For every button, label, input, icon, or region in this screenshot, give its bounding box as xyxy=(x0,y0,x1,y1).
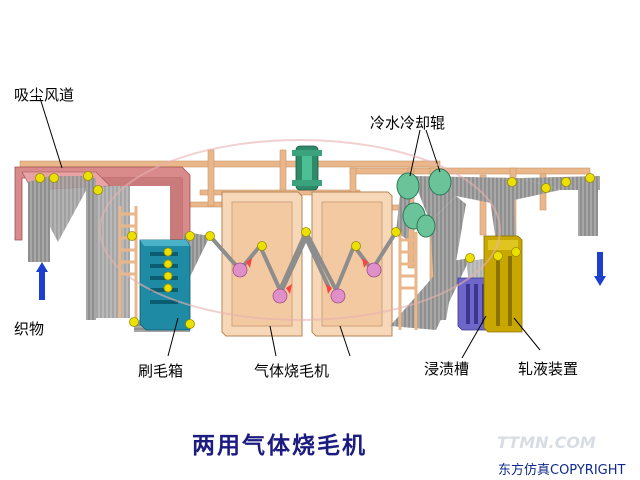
fabric-out-arrow xyxy=(594,252,606,286)
burner-flames xyxy=(246,258,368,294)
label-suction-duct: 吸尘风道 xyxy=(14,86,75,104)
copyright: 东方仿真COPYRIGHT xyxy=(498,463,626,478)
valve-shape xyxy=(292,145,322,191)
watermark-seal xyxy=(99,139,501,321)
label-impregnation-tank: 浸渍槽 xyxy=(424,360,470,378)
ladder-right xyxy=(398,232,418,330)
label-cooling-rollers: 冷水冷却辊 xyxy=(370,114,446,132)
guide-rollers xyxy=(35,171,595,329)
label-gas-singeing-machine: 气体烧毛机 xyxy=(254,362,330,380)
padding-device-shape xyxy=(483,235,523,333)
watermark: TTMN.COM xyxy=(497,433,596,452)
diagram-title: 两用气体烧毛机 xyxy=(192,433,367,459)
fabric-in-arrow xyxy=(36,262,48,300)
label-fabric: 织物 xyxy=(14,320,45,338)
gas-burners xyxy=(232,262,382,304)
cooling-rollers-shape xyxy=(396,168,452,238)
label-padding-device: 轧液装置 xyxy=(518,360,579,378)
label-brush-box: 刷毛箱 xyxy=(138,362,184,380)
